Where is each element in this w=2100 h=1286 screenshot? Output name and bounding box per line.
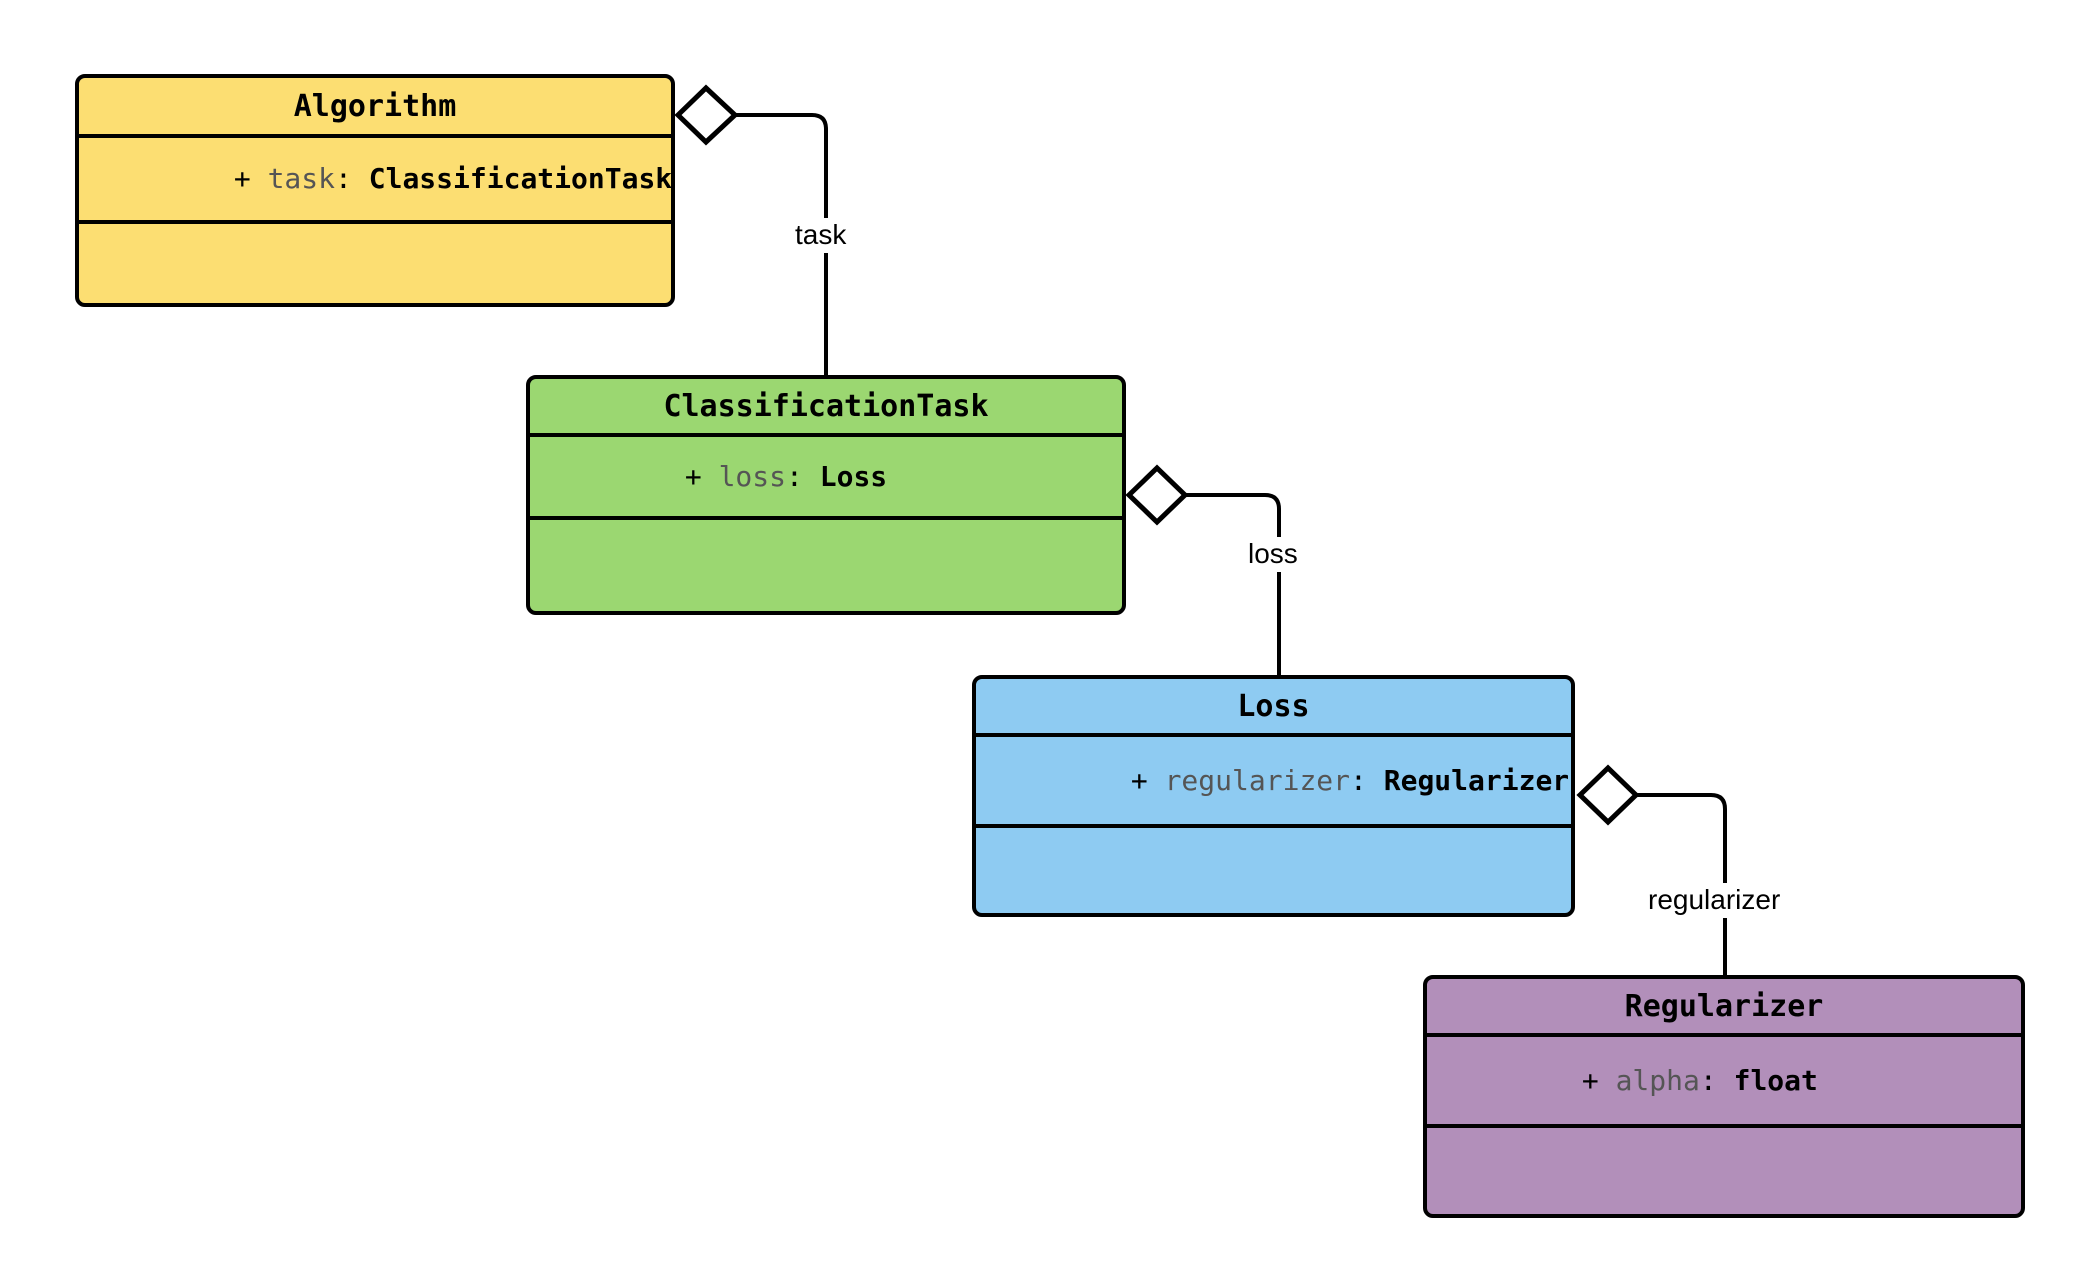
edge-label-regularizer: regularizer bbox=[1643, 883, 1786, 918]
attribute-visibility: + bbox=[233, 162, 251, 196]
uml-attribute-row: + alpha: float bbox=[1447, 1030, 2021, 1131]
aggregation-diamond-icon-regularizer bbox=[1576, 764, 1640, 826]
uml-attributes-compartment-regularizer: + alpha: float bbox=[1427, 1037, 2021, 1128]
uml-methods-compartment-regularizer bbox=[1427, 1128, 2021, 1214]
edge-loss-regularizer bbox=[1576, 764, 1727, 975]
attribute-type: Loss bbox=[819, 459, 888, 493]
aggregation-diamond-icon-task bbox=[674, 84, 739, 146]
uml-attributes-compartment-classificationtask: + loss: Loss bbox=[530, 437, 1122, 520]
attribute-visibility: + bbox=[684, 459, 702, 493]
uml-attributes-compartment-loss: + regularizer: Regularizer bbox=[976, 737, 1571, 828]
uml-class-classificationtask[interactable]: ClassificationTask + loss: Loss bbox=[526, 375, 1126, 615]
attribute-type: ClassificationTask bbox=[368, 162, 673, 196]
uml-class-title-algorithm: Algorithm bbox=[79, 78, 671, 138]
attribute-name: alpha bbox=[1615, 1063, 1700, 1097]
edge-line-loss bbox=[1185, 493, 1281, 675]
uml-class-loss[interactable]: Loss + regularizer: Regularizer bbox=[972, 675, 1575, 917]
uml-class-title-classificationtask: ClassificationTask bbox=[530, 379, 1122, 437]
attribute-separator: : bbox=[1699, 1063, 1717, 1097]
uml-attribute-row: + regularizer: Regularizer bbox=[996, 730, 1571, 831]
aggregation-diamond-icon-loss bbox=[1125, 464, 1189, 526]
uml-class-title-loss: Loss bbox=[976, 679, 1571, 737]
uml-attribute-row: + loss: Loss bbox=[550, 426, 1122, 527]
attribute-name: regularizer bbox=[1164, 763, 1351, 797]
attribute-visibility: + bbox=[1130, 763, 1148, 797]
uml-methods-compartment-algorithm bbox=[79, 224, 671, 303]
uml-methods-compartment-loss bbox=[976, 828, 1571, 913]
attribute-name: task bbox=[267, 162, 336, 196]
uml-attribute-row: + task: ClassificationTask bbox=[99, 129, 671, 230]
attribute-type: Regularizer bbox=[1383, 763, 1570, 797]
attribute-separator: : bbox=[335, 162, 352, 196]
uml-class-algorithm[interactable]: Algorithm + task: ClassificationTask bbox=[75, 74, 675, 307]
attribute-separator: : bbox=[1350, 763, 1367, 797]
edge-label-loss: loss bbox=[1243, 537, 1303, 572]
uml-class-regularizer[interactable]: Regularizer + alpha: float bbox=[1423, 975, 2025, 1218]
uml-attributes-compartment-algorithm: + task: ClassificationTask bbox=[79, 138, 671, 224]
attribute-visibility: + bbox=[1581, 1063, 1599, 1097]
uml-class-title-regularizer: Regularizer bbox=[1427, 979, 2021, 1037]
attribute-name: loss bbox=[718, 459, 787, 493]
attribute-type: float bbox=[1733, 1063, 1818, 1097]
edge-label-task: task bbox=[790, 218, 852, 253]
attribute-separator: : bbox=[786, 459, 803, 493]
uml-methods-compartment-classificationtask bbox=[530, 520, 1122, 611]
